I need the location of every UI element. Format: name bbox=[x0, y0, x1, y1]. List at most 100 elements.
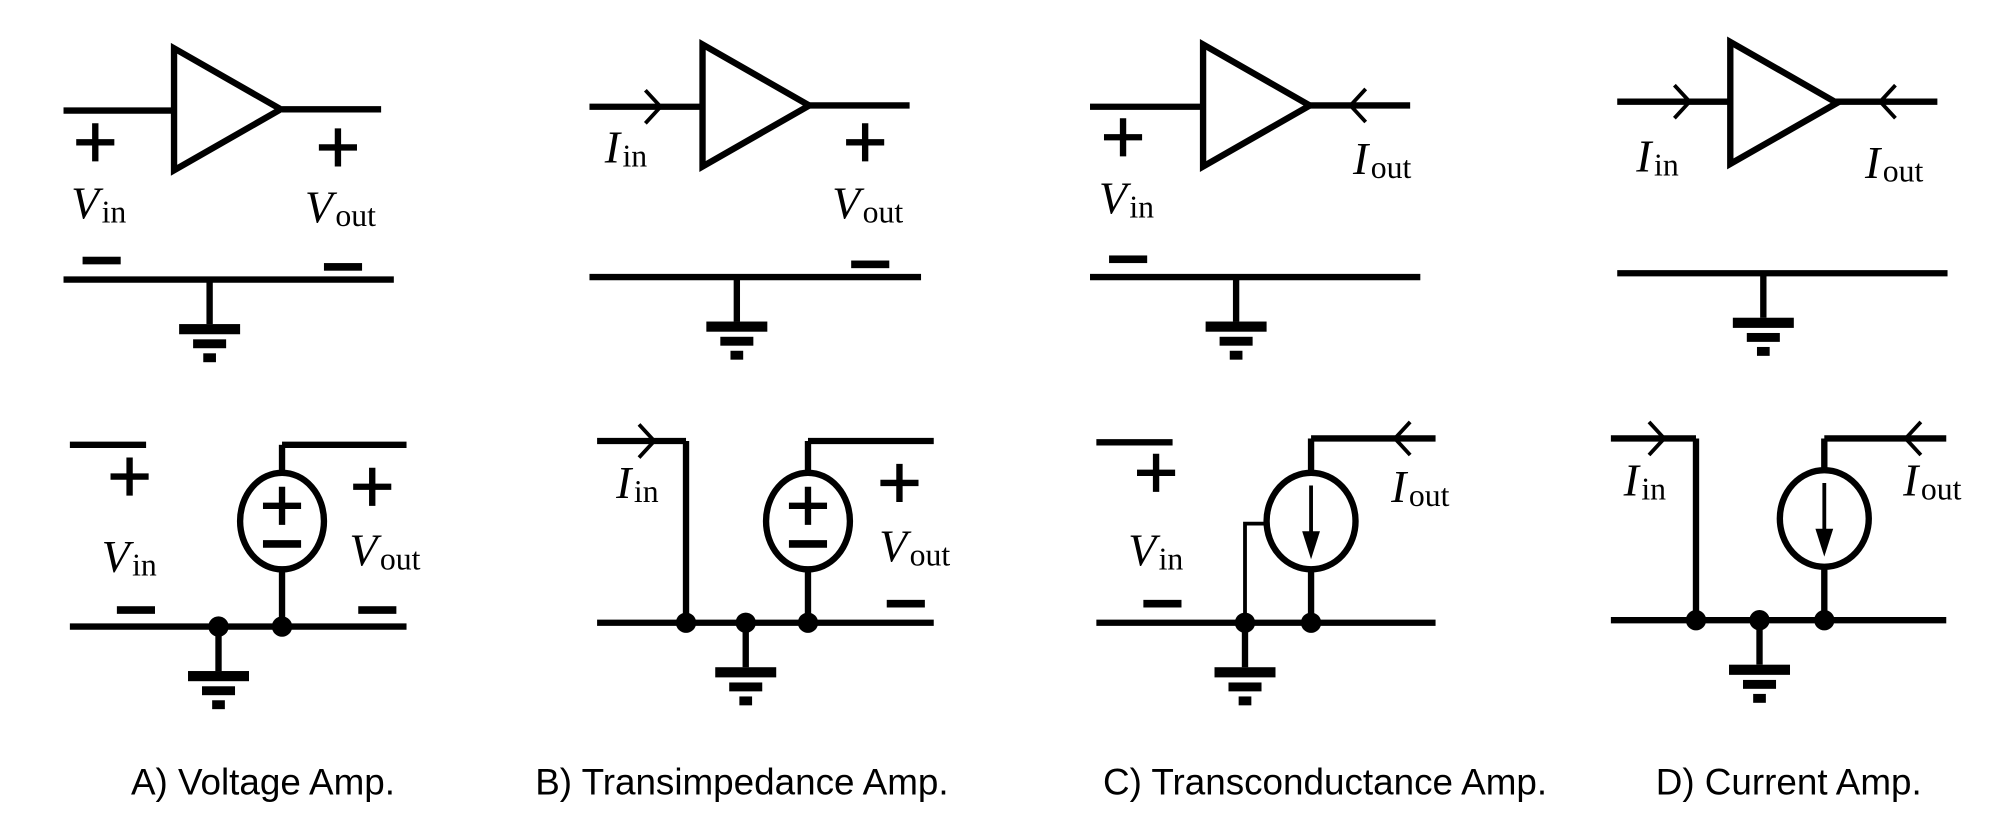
label-symbol: I bbox=[1864, 137, 1883, 188]
current-arrow-icon bbox=[643, 88, 664, 125]
ground-icon bbox=[730, 350, 744, 360]
amplifier-triangle-icon bbox=[170, 42, 288, 176]
ground-icon bbox=[1753, 693, 1766, 703]
current-arrow-icon bbox=[1672, 83, 1693, 120]
current-arrow-icon bbox=[637, 423, 657, 459]
label-subscript: in bbox=[1159, 541, 1184, 576]
label-subscript: in bbox=[132, 548, 157, 583]
minus-sign bbox=[851, 260, 890, 269]
label-subscript: out bbox=[1371, 150, 1412, 185]
caption-c: C) Transconductance Amp. bbox=[1103, 761, 1547, 802]
junction-dot bbox=[271, 616, 293, 637]
junction-dot bbox=[1814, 610, 1835, 631]
current-arrow-icon bbox=[1392, 420, 1412, 457]
minus-sign bbox=[323, 263, 363, 271]
current-arrow-icon bbox=[1347, 87, 1368, 124]
ground-icon bbox=[1729, 664, 1791, 675]
ground-icon bbox=[1205, 321, 1267, 332]
ground-icon bbox=[1732, 317, 1794, 328]
label-symbol: I bbox=[1352, 133, 1371, 184]
label-symbol: I bbox=[1390, 461, 1409, 512]
label-symbol: I bbox=[1902, 455, 1921, 506]
junction-dot bbox=[1685, 610, 1707, 631]
label-symbol: V bbox=[1099, 173, 1132, 224]
amplifier-triangle-icon bbox=[1727, 36, 1844, 170]
label-subscript: out bbox=[335, 198, 376, 233]
label-symbol: V bbox=[1128, 525, 1161, 576]
minus-sign bbox=[886, 599, 925, 608]
label-subscript: in bbox=[622, 138, 647, 173]
ground-icon bbox=[729, 682, 763, 692]
current-arrow-icon bbox=[1877, 83, 1897, 120]
minus-sign bbox=[1109, 255, 1148, 264]
label-symbol: I bbox=[1623, 455, 1642, 506]
minus-sign bbox=[262, 540, 302, 548]
amplifier-triangle-icon bbox=[1199, 39, 1317, 172]
label-symbol: V bbox=[102, 531, 135, 582]
arrow-head bbox=[1302, 531, 1320, 560]
ground-icon bbox=[1746, 332, 1780, 342]
caption-b: B) Transimpedance Amp. bbox=[535, 761, 948, 802]
junction-dot bbox=[1749, 610, 1770, 631]
label-symbol: I bbox=[1635, 131, 1654, 182]
ground-icon bbox=[1214, 667, 1276, 678]
label-symbol: V bbox=[832, 178, 865, 229]
junction-dot bbox=[797, 612, 819, 633]
junction-dot bbox=[1300, 612, 1322, 633]
ground-icon bbox=[706, 321, 768, 332]
label-symbol: V bbox=[349, 525, 382, 576]
label-symbol: I bbox=[615, 457, 634, 508]
minus-sign bbox=[1143, 599, 1182, 608]
minus-sign bbox=[116, 606, 155, 614]
label-subscript: out bbox=[1409, 478, 1450, 513]
ground-icon bbox=[1238, 696, 1252, 706]
ground-icon bbox=[188, 671, 249, 682]
label-symbol: I bbox=[604, 122, 623, 173]
label-subscript: out bbox=[380, 541, 421, 576]
ground-icon bbox=[193, 339, 227, 349]
label-subscript: out bbox=[863, 194, 904, 229]
ground-icon bbox=[739, 696, 753, 706]
label-subscript: out bbox=[1883, 154, 1924, 189]
minus-sign bbox=[358, 606, 397, 614]
label-symbol: V bbox=[71, 178, 104, 229]
ground-icon bbox=[715, 667, 777, 678]
ground-icon bbox=[203, 353, 216, 363]
caption-a: A) Voltage Amp. bbox=[131, 761, 395, 802]
minus-sign bbox=[82, 256, 121, 265]
label-symbol: V bbox=[879, 521, 912, 572]
label-subscript: out bbox=[1921, 471, 1962, 506]
junction-dot bbox=[675, 612, 697, 633]
control-wire bbox=[1243, 521, 1267, 623]
label-symbol: V bbox=[305, 181, 338, 232]
minus-sign bbox=[788, 540, 828, 548]
ground-icon bbox=[1228, 682, 1262, 692]
label-subscript: out bbox=[910, 538, 951, 573]
ground-icon bbox=[720, 336, 754, 346]
ground-icon bbox=[212, 700, 225, 710]
label-subscript: in bbox=[1129, 189, 1154, 224]
caption-d: D) Current Amp. bbox=[1656, 761, 1922, 802]
current-arrow-icon bbox=[1903, 420, 1923, 457]
amplifier-triangle-icon bbox=[699, 39, 816, 172]
arrow-head bbox=[1815, 528, 1834, 557]
ground-icon bbox=[179, 324, 241, 335]
label-subscript: in bbox=[1654, 147, 1679, 182]
ground-icon bbox=[1743, 679, 1777, 689]
